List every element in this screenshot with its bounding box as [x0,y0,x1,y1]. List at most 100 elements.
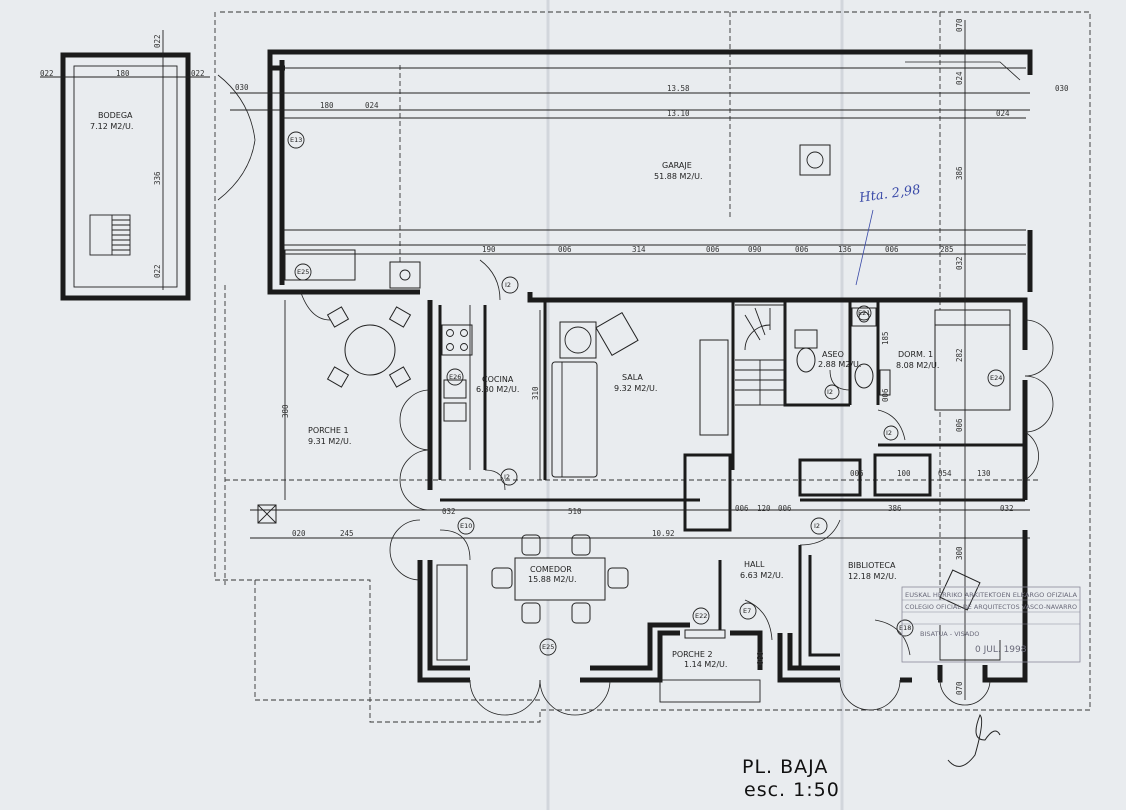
room-sala-name: SALA [622,373,643,382]
dimension-lines [230,20,1030,700]
room-porche1-area: 9.31 M2/U. [308,437,351,446]
dim-closet-100: 100 [897,469,911,478]
dim-closet-054: 054 [938,469,952,478]
dim-mid-7: 006 [885,245,899,254]
dim-top-024-right: 024 [996,109,1010,118]
dim-cocina-310: 310 [531,386,540,400]
dim-mid-6: 136 [838,245,852,254]
dim-mid-5: 006 [795,245,809,254]
dim-low-0: 032 [442,507,456,516]
dim-dorm-282: 282 [955,348,964,362]
dim-mid-0: 190 [482,245,496,254]
room-comedor-area: 15.88 M2/U. [528,575,577,584]
room-comedor-name: COMEDOR [530,565,572,574]
dim-low-2: 006 [735,504,749,513]
room-porche1-name: PORCHE 1 [308,426,349,435]
tag-10: I2 [814,522,820,530]
bodega-plan: BODEGA 7.12 M2/U. 180 022 022 022 336 02… [40,30,210,301]
sheet-scale: esc. 1:50 [744,779,840,801]
dim-low-3: 120 [757,504,771,513]
stamp-line2: COLEGIO OFICIAL DE ARQUITECTOS VASCO-NAV… [905,603,1077,611]
tag-3: E26 [449,373,461,381]
room-labels: GARAJE 51.88 M2/U. COCINA 6.80 M2/U. SAL… [308,161,939,669]
room-cocina-name: COCINA [482,375,514,384]
bodega-dim-wall-left: 022 [40,69,54,78]
stamp-date: 0 JUL. 1998 [975,645,1027,655]
visado-stamp: EUSKAL HERRIKO ARKITEKTOEN ELKARGO OFIZI… [901,586,1081,663]
porche1-table [257,289,431,581]
bodega-dim-wall-bottom: 022 [153,264,162,278]
hall-details [659,519,841,703]
room-porche2-area: 1.14 M2/U. [684,660,727,669]
aseo-fixtures [794,307,877,391]
room-dorm1-area: 8.08 M2/U. [896,361,939,370]
tag-11: E22 [695,612,707,620]
dim-total-1092: 10.92 [652,529,675,538]
dim-top-180: 180 [320,101,334,110]
tag-1: E25 [297,268,309,276]
comedor-furniture [436,529,629,716]
dim-low-6: 032 [1000,504,1014,513]
garage-details [217,61,1026,301]
element-tags: E13 E25 I2 E26 E24 E21 I2 I2 I2 E10 I2 E… [287,131,1005,656]
room-biblioteca-name: BIBLIOTECA [848,561,896,570]
dim-top-024: 024 [365,101,379,110]
handwritten-note-text: Hta. 2,98 [857,183,921,207]
kitchen-fixtures [441,305,506,491]
dim-mid-4: 090 [748,245,762,254]
tag-12: E7 [743,607,751,615]
dim-top-030-right: 030 [1055,84,1069,93]
stamp-line3: BISATUA - VISADO [920,630,979,638]
tag-0: E13 [290,136,302,144]
handwritten-height-note: Hta. 2,98 [855,183,921,286]
dim-dorm-006b: 006 [955,418,964,432]
dim-top-030-left: 030 [235,83,249,92]
dim-top-inner: 13.10 [667,109,690,118]
dim-bib-300: 300 [955,546,964,560]
room-biblioteca-area: 12.18 M2/U. [848,572,897,581]
tag-7: I2 [886,429,892,437]
dim-closet-130: 130 [977,469,991,478]
dim-mid-1: 006 [558,245,572,254]
sala-furniture [551,311,729,478]
tag-6: I2 [827,388,833,396]
dim-dorm-006a: 006 [881,388,890,402]
exterior-walls [267,49,1033,683]
dim-low-5: 386 [888,504,902,513]
interior-walls [438,300,1025,668]
tag-5: E21 [858,309,870,317]
dim-low-4: 006 [778,504,792,513]
dim-mid-8: 285 [940,245,954,254]
room-hall-name: HALL [744,560,765,569]
dimension-texts: 13.58 13.10 180 024 030 030 024 070 024 … [235,18,1069,695]
dim-left-245: 245 [340,529,354,538]
bodega-stair [89,214,131,256]
dim-mid-2: 314 [632,245,646,254]
tag-13: E25 [542,643,554,651]
room-hall-area: 6.63 M2/U. [740,571,783,580]
dim-right-024: 024 [955,71,964,85]
dim-top-outer: 13.58 [667,84,690,93]
bodega-dim-wall-top: 022 [153,34,162,48]
bodega-dim-wall-right: 022 [191,69,205,78]
dim-low-1: 510 [568,507,582,516]
tag-2: I2 [505,281,511,289]
bodega-name: BODEGA [98,111,133,120]
room-porche2-name: PORCHE 2 [672,650,713,659]
room-garaje-name: GARAJE [662,161,692,170]
signature-mark [947,714,1001,767]
room-dorm1-name: DORM. 1 [898,350,933,359]
dim-porche-380: 380 [281,404,290,418]
stamp-line1: EUSKAL HERRIKO ARKITEKTOEN ELKARGO OFIZI… [905,591,1078,599]
bodega-dim-width: 180 [116,69,130,78]
dim-left-020: 020 [292,529,306,538]
tag-9: E10 [460,522,472,530]
main-stair [735,304,786,406]
room-sala-area: 9.32 M2/U. [614,384,657,393]
bodega-area: 7.12 M2/U. [90,122,133,131]
dorm1-furniture [877,309,1054,481]
tag-8: I2 [504,473,510,481]
sheet-title-block: PL. BAJA esc. 1:50 [742,756,840,801]
dim-aseo-185: 185 [881,331,890,345]
